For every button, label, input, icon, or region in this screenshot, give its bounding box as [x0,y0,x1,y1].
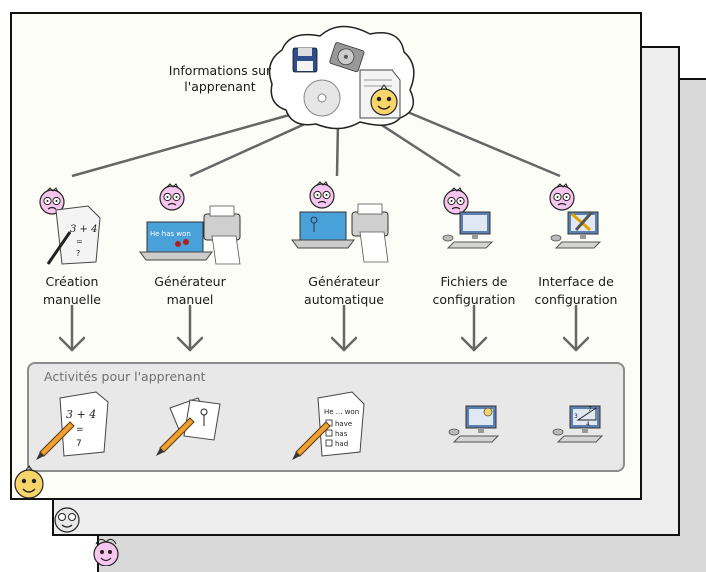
svg-text:have: have [335,420,352,428]
svg-text:7: 7 [76,439,82,449]
tool-label-line2: configuration [432,292,516,307]
hard-drive-icon [329,42,365,73]
svg-text:He ... won: He ... won [324,408,359,416]
tool-config-files-icon [442,187,493,249]
tool-label-line1: Générateur [308,274,380,289]
tool-config-interface-icon [549,183,601,249]
tool-manual-creation-icon: 3 + 4 = ? [39,187,101,265]
connector-line [397,106,561,178]
connector-line [335,121,340,177]
tool-label-config-files: Fichiers de configuration [422,273,526,309]
svg-text:3 + 4: 3 + 4 [66,408,96,421]
tool-label-line2: automatique [304,292,384,307]
learner-avatar-icon [93,538,119,566]
tool-label-line1: Fichiers de [440,274,508,289]
floppy-disk-icon [292,47,318,73]
down-arrow-icon [58,304,86,352]
tool-manual-generator-icon: He has won [139,183,241,265]
connector-line [71,110,301,178]
tool-label-line1: Interface de [538,274,614,289]
down-arrow-icon [562,304,590,352]
svg-text:=: = [76,237,83,246]
learner-info-label-line1: Informations sur [168,63,272,78]
learner-avatar-icon [54,507,80,533]
tool-automatic-generator-icon [291,181,389,263]
connector-line [189,116,319,178]
activity-computer-triangle-icon: 7 3 4 [552,405,603,443]
svg-text:had: had [335,440,348,448]
activity-computer-text-icon [448,405,499,443]
learner-info-label: Informations sur l'apprenant [160,63,280,95]
down-arrow-icon [460,304,488,352]
tool-label-line2: manuel [166,292,214,307]
activity-quiz-sheet-icon: He ... won have has had [291,391,365,461]
tool-label-config-interface: Interface de configuration [524,273,628,309]
tool-label-line1: Générateur [154,274,226,289]
tool-label-line2: configuration [534,292,618,307]
tool-label-automatic-generator: Générateur automatique [289,273,399,309]
cd-disc-icon [303,79,341,117]
tool-label-line1: Création [45,274,99,289]
svg-text:He has won: He has won [150,230,191,238]
down-arrow-icon [176,304,204,352]
svg-text:4: 4 [586,421,590,428]
svg-text:3: 3 [574,413,578,420]
learner-profile-document-icon [359,69,401,119]
activity-math-worksheet-icon: 3 + 4 = 7 [35,391,109,461]
activities-title: Activités pour l'apprenant [44,369,206,384]
svg-text:3 + 4: 3 + 4 [70,224,97,235]
learner-info-label-line2: l'apprenant [184,79,256,94]
svg-text:=: = [76,425,84,435]
svg-text:7: 7 [588,406,592,413]
tool-label-manual-creation: Création manuelle [22,273,122,309]
down-arrow-icon [330,304,358,352]
svg-text:?: ? [76,249,80,258]
tool-label-manual-generator: Générateur manuel [140,273,240,309]
connector-line [373,118,461,178]
activity-picture-matching-icon [155,397,221,457]
svg-text:has: has [335,430,348,438]
learner-avatar-icon [14,465,44,499]
tool-label-line2: manuelle [42,292,101,307]
